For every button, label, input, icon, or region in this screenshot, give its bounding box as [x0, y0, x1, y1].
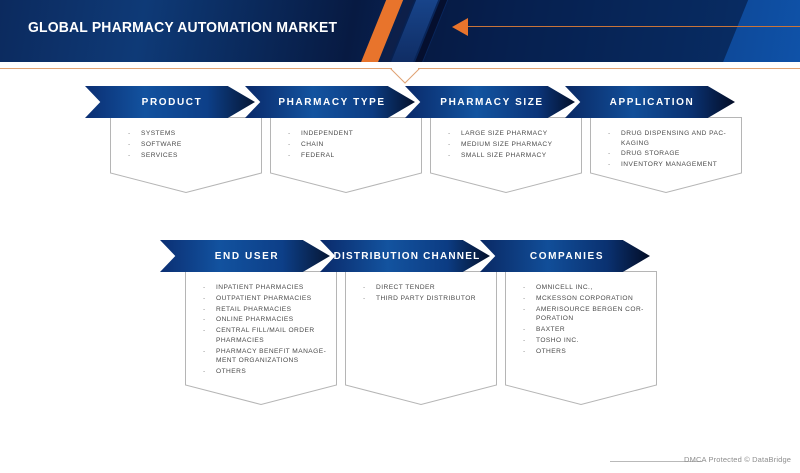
- list-item: OUTPATIENT PHARMACIES: [203, 294, 329, 304]
- segment-body-product: SYSTEMS SOFTWARE SERVICES: [110, 117, 262, 193]
- segment-item-list: DIRECT TENDER THIRD PARTY DISTRIBUTOR: [363, 283, 489, 305]
- segment-body-pharmacy-size: LARGE SIZE PHARMACY MEDIUM SIZE PHARMACY…: [430, 117, 582, 193]
- segment-body-pharmacy-type: INDEPENDENT CHAIN FEDERAL: [270, 117, 422, 193]
- list-item: PHARMACY BENEFIT MANAGE-MENT ORGANIZATIO…: [203, 347, 329, 366]
- segment-body-companies: OMNICELL INC., MCKESSON CORPORATION AMER…: [505, 271, 657, 405]
- list-item: CHAIN: [288, 140, 414, 150]
- segment-header-pharmacy-type[interactable]: PHARMACY TYPE: [245, 86, 415, 118]
- list-item: SOFTWARE: [128, 140, 254, 150]
- list-item: INDEPENDENT: [288, 129, 414, 139]
- segment-item-list: DRUG DISPENSING AND PAC-KAGING DRUG STOR…: [608, 129, 734, 171]
- segment-title: END USER: [214, 250, 280, 262]
- list-item: LARGE SIZE PHARMACY: [448, 129, 574, 139]
- segment-header-distribution-channel[interactable]: DISTRIBUTION CHANNEL: [320, 240, 490, 272]
- list-item: ONLINE PHARMACIES: [203, 315, 329, 325]
- segment-header-application[interactable]: APPLICATION: [565, 86, 735, 118]
- divider-notch-icon: [390, 68, 420, 84]
- divider-right-segment: [418, 68, 800, 69]
- list-item: AMERISOURCE BERGEN COR-PORATION: [523, 305, 649, 324]
- segment-title: PHARMACY TYPE: [278, 96, 386, 108]
- list-item: FEDERAL: [288, 151, 414, 161]
- segment-header-product[interactable]: PRODUCT: [85, 86, 255, 118]
- list-item: OTHERS: [203, 367, 329, 377]
- segment-title: APPLICATION: [609, 96, 695, 108]
- segment-header-pharmacy-size[interactable]: PHARMACY SIZE: [405, 86, 575, 118]
- arrow-rule: [468, 26, 800, 27]
- segment-body-application: DRUG DISPENSING AND PAC-KAGING DRUG STOR…: [590, 117, 742, 193]
- segment-item-list: INDEPENDENT CHAIN FEDERAL: [288, 129, 414, 161]
- divider-rule: [0, 62, 800, 84]
- list-item: RETAIL PHARMACIES: [203, 305, 329, 315]
- footer-credit: DMCA Protected © DataBridge: [684, 455, 792, 464]
- segment-title: PRODUCT: [141, 96, 203, 108]
- segment-title: DISTRIBUTION CHANNEL: [333, 250, 481, 262]
- list-item: TOSHO INC.: [523, 336, 649, 346]
- list-item: DIRECT TENDER: [363, 283, 489, 293]
- divider-left-segment: [0, 68, 392, 69]
- list-item: OMNICELL INC.,: [523, 283, 649, 293]
- segment-header-companies[interactable]: COMPANIES: [480, 240, 650, 272]
- list-item: DRUG STORAGE: [608, 149, 734, 159]
- list-item: SMALL SIZE PHARMACY: [448, 151, 574, 161]
- list-item: DRUG DISPENSING AND PAC-KAGING: [608, 129, 734, 148]
- list-item: INVENTORY MANAGEMENT: [608, 160, 734, 170]
- segment-title: COMPANIES: [529, 250, 605, 262]
- segment-item-list: OMNICELL INC., MCKESSON CORPORATION AMER…: [523, 283, 649, 357]
- list-item: CENTRAL FILL/MAIL ORDER PHARMACIES: [203, 326, 329, 345]
- list-item: MCKESSON CORPORATION: [523, 294, 649, 304]
- segment-item-list: SYSTEMS SOFTWARE SERVICES: [128, 129, 254, 161]
- segment-body-distribution-channel: DIRECT TENDER THIRD PARTY DISTRIBUTOR: [345, 271, 497, 405]
- footer-rule: [610, 461, 702, 462]
- segment-title: PHARMACY SIZE: [440, 96, 544, 108]
- arrow-left-icon: [452, 18, 468, 36]
- list-item: BAXTER: [523, 325, 649, 335]
- list-item: SERVICES: [128, 151, 254, 161]
- segment-header-end-user[interactable]: END USER: [160, 240, 330, 272]
- page-title: GLOBAL PHARMACY AUTOMATION MARKET: [28, 19, 338, 36]
- list-item: THIRD PARTY DISTRIBUTOR: [363, 294, 489, 304]
- header-band: GLOBAL PHARMACY AUTOMATION MARKET: [0, 0, 800, 62]
- list-item: OTHERS: [523, 347, 649, 357]
- segment-body-end-user: INPATIENT PHARMACIES OUTPATIENT PHARMACI…: [185, 271, 337, 405]
- segment-item-list: LARGE SIZE PHARMACY MEDIUM SIZE PHARMACY…: [448, 129, 574, 161]
- list-item: SYSTEMS: [128, 129, 254, 139]
- list-item: INPATIENT PHARMACIES: [203, 283, 329, 293]
- list-item: MEDIUM SIZE PHARMACY: [448, 140, 574, 150]
- segment-item-list: INPATIENT PHARMACIES OUTPATIENT PHARMACI…: [203, 283, 329, 378]
